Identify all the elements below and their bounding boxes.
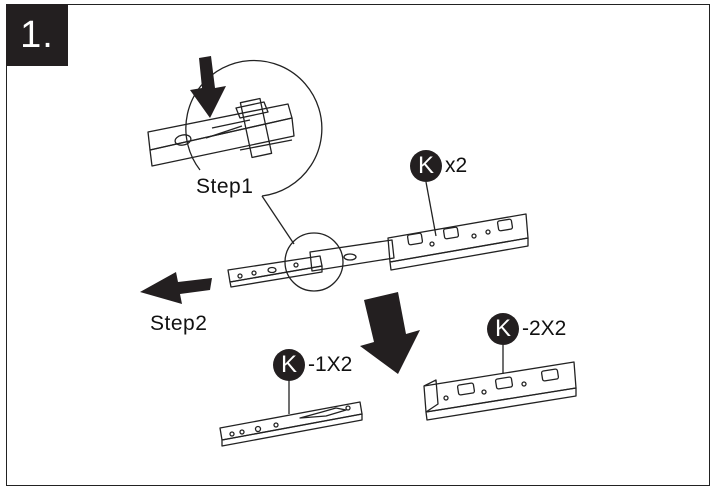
assembled-drawer-slide [227,213,529,288]
part-letter-badge: K [273,349,305,381]
step2-label: Step2 [150,312,208,335]
zoom-circle [284,232,344,292]
step-number-badge: 1. [6,4,68,66]
diagram-frame [6,4,710,486]
part-letter-badge: K [410,150,442,182]
zoom-detail [147,59,323,245]
part-k2-callout: K -2X2 [487,313,566,345]
separate-down-arrow-icon [360,292,420,374]
part-k1-callout: K -1X2 [273,349,352,381]
outer-member-k2 [423,361,577,421]
press-down-arrow-icon [190,56,226,118]
part-quantity: -2X2 [522,317,567,340]
step1-label: Step1 [196,175,254,198]
inner-member-k1 [219,401,363,447]
part-quantity: x2 [445,154,468,177]
pull-left-arrow-icon [140,272,212,304]
part-k-callout: K x2 [410,150,467,182]
part-letter-badge: K [487,313,519,345]
part-quantity: -1X2 [308,353,353,376]
leader-line-k [425,181,437,237]
